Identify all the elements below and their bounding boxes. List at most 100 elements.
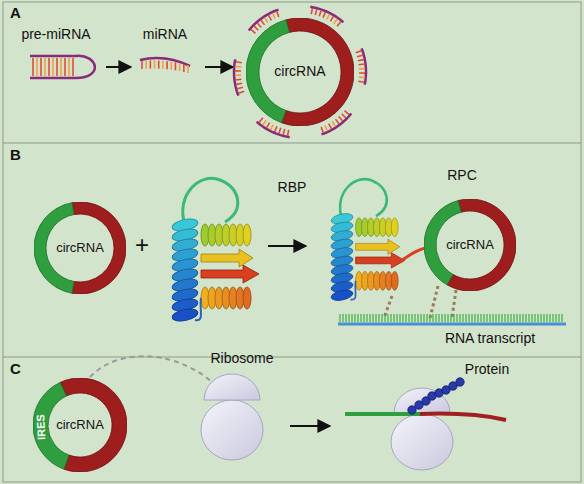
illustration-part [357, 314, 358, 322]
panel-divider [3, 143, 581, 144]
illustration-part [399, 314, 400, 322]
illustration-part [345, 314, 346, 322]
illustration-part [549, 314, 550, 322]
illustration-part [283, 129, 285, 135]
illustration-part [435, 314, 436, 322]
illustration-part [236, 83, 242, 84]
illustration-part [363, 314, 364, 322]
illustration-part [558, 314, 559, 322]
illustration-part [243, 287, 251, 309]
illustration-part [235, 66, 241, 68]
part-label: miRNA [143, 27, 187, 42]
illustration-part [201, 400, 263, 460]
illustration-part [492, 314, 493, 322]
illustration-part [394, 388, 450, 413]
illustration-part [30, 56, 95, 78]
illustration-part [268, 15, 271, 20]
illustration-part [525, 314, 526, 322]
illustration-part [450, 314, 451, 322]
illustration-part [354, 314, 355, 322]
illustration-part [429, 314, 430, 322]
illustration-part [327, 14, 330, 19]
illustration-part [444, 314, 445, 322]
illustration-part [342, 114, 346, 118]
illustration-part [390, 314, 391, 322]
illustration-part [391, 218, 398, 237]
illustration-part [501, 314, 502, 322]
illustration-part [453, 314, 454, 322]
illustration-part [359, 76, 365, 78]
arrow [268, 245, 306, 247]
plus-sign: + [135, 232, 149, 258]
node-label: circRNA [56, 418, 104, 432]
rbp-protein [171, 178, 259, 323]
illustration-part [432, 314, 433, 322]
illustration-part [263, 120, 266, 125]
circrna-ring: circRNA [246, 18, 354, 126]
illustration-part [340, 179, 387, 219]
illustration-part [375, 314, 376, 322]
illustration-part [237, 87, 243, 89]
illustration-part [456, 378, 464, 386]
illustration-part [480, 314, 481, 322]
illustration-part [336, 119, 340, 124]
illustration-part [330, 288, 354, 302]
node-label: circRNA [274, 64, 325, 79]
illustration-part [235, 70, 241, 72]
part-label: Ribosome [210, 351, 273, 366]
illustration-part [465, 314, 466, 322]
panel-letter: A [10, 5, 21, 22]
part-label: pre-miRNA [21, 27, 90, 42]
illustration-part [420, 414, 506, 420]
illustration-part [423, 314, 424, 322]
illustration-part [44, 58, 46, 76]
illustration-part [179, 63, 181, 71]
illustration-part [56, 58, 58, 76]
node-label: circRNA [56, 241, 104, 255]
recruit-arrow [90, 356, 222, 392]
illustration-part [358, 80, 364, 83]
illustration-part [337, 21, 341, 26]
illustration-part [145, 61, 147, 69]
illustration-part [170, 62, 172, 70]
illustration-part [171, 178, 259, 323]
illustration-part [528, 314, 529, 322]
illustration-part [471, 314, 472, 322]
illustration-part [408, 314, 409, 322]
illustration-part [405, 314, 406, 322]
circrna-ring: circRNA [34, 202, 126, 294]
illustration-part [319, 11, 321, 17]
illustration-part [311, 8, 312, 14]
illustration-part [68, 58, 70, 76]
illustration-part [519, 314, 520, 322]
illustration-part [267, 123, 270, 128]
rbp-strand [400, 248, 426, 262]
illustration-part [356, 239, 400, 254]
site-label: IRES [34, 414, 47, 440]
illustration-part [516, 314, 517, 322]
illustration-part [234, 59, 238, 95]
ribosome [391, 388, 453, 470]
illustration-part [339, 117, 343, 122]
interaction-lines [384, 286, 456, 318]
mirna-strand [140, 58, 190, 73]
illustration-part [325, 125, 328, 130]
illustration-part [277, 11, 279, 17]
circrna-ring: circRNA [424, 199, 516, 291]
illustration-part [259, 118, 263, 123]
illustration-part [64, 58, 66, 76]
illustration-part [417, 314, 418, 322]
illustration-part [468, 314, 469, 322]
illustration-part [275, 126, 277, 132]
illustration-part [40, 58, 42, 76]
illustration-part [329, 124, 332, 129]
illustration-part [381, 314, 382, 322]
illustration-part [330, 16, 333, 21]
illustration-part [261, 20, 265, 25]
illustration-part [420, 314, 421, 322]
circrna-ring: IRES circRNA [33, 378, 127, 472]
illustration-part [555, 314, 556, 322]
illustration-part [438, 314, 439, 322]
illustration-part [483, 314, 484, 322]
